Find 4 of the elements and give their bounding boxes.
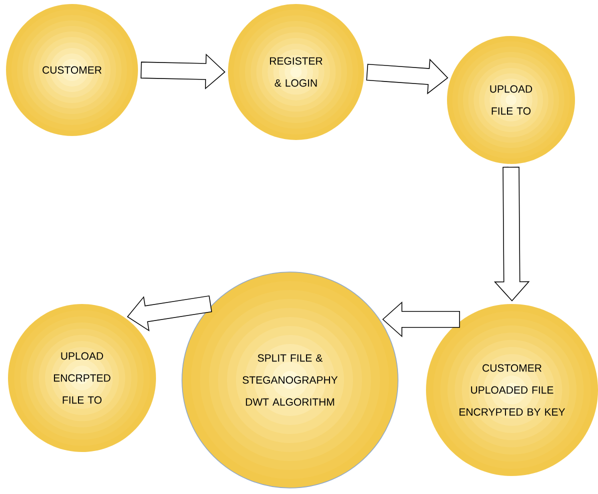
block-arrow — [140, 54, 226, 90]
block-arrow — [366, 58, 448, 94]
block-arrow — [494, 166, 530, 302]
block-arrow — [382, 301, 460, 338]
